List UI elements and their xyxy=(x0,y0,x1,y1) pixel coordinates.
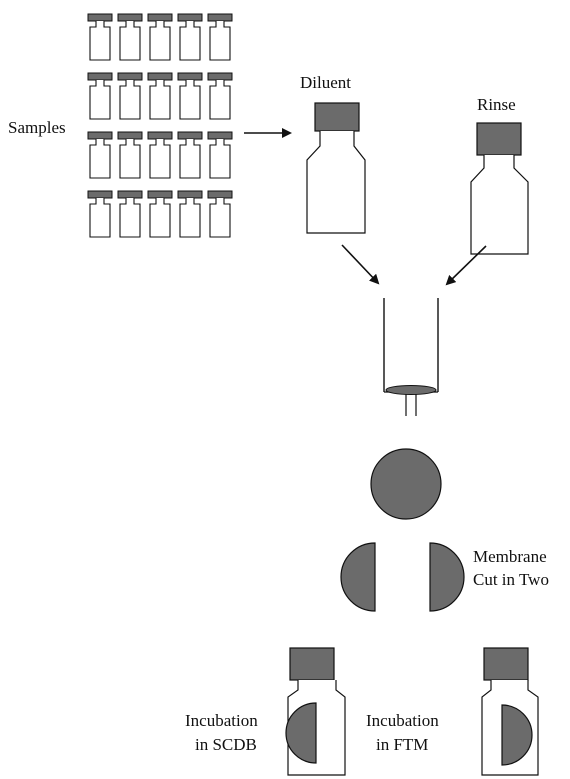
membrane-label-line2: Cut in Two xyxy=(473,570,549,589)
rinse-label: Rinse xyxy=(477,95,516,114)
whole-membrane xyxy=(370,448,442,520)
sample-vial xyxy=(117,190,143,238)
sample-vial-cap xyxy=(147,13,173,22)
sample-vial-cap xyxy=(177,72,203,81)
sample-vial-cap xyxy=(207,190,233,199)
sample-vial-cap xyxy=(207,13,233,22)
sample-vial-cap xyxy=(177,190,203,199)
diluent-bottle xyxy=(306,102,366,234)
sample-vial-body xyxy=(149,198,171,238)
sample-vial-body xyxy=(119,21,141,61)
diluent-label: Diluent xyxy=(300,73,351,92)
sample-vial xyxy=(207,190,233,238)
scdb-incubation-bottle xyxy=(285,647,346,776)
sample-vial xyxy=(147,13,173,61)
sample-vial-body xyxy=(119,198,141,238)
sample-vial-body xyxy=(119,80,141,120)
sample-vial-grid xyxy=(87,13,233,238)
sample-vial-cap xyxy=(87,13,113,22)
sample-vial-body xyxy=(209,198,231,238)
sample-vial-cap xyxy=(147,190,173,199)
ftm-cap xyxy=(483,647,529,681)
sample-vial-body xyxy=(89,139,111,179)
scdb-label-line2: in SCDB xyxy=(195,735,257,754)
sample-vial xyxy=(207,13,233,61)
sample-vial xyxy=(207,72,233,120)
sample-vial-cap xyxy=(147,131,173,140)
sample-vial-body xyxy=(149,21,171,61)
membrane-half-right xyxy=(429,542,465,612)
sample-vial xyxy=(147,72,173,120)
filter-membrane xyxy=(385,385,437,395)
diluent-cap xyxy=(314,102,360,132)
sample-vial-body xyxy=(179,139,201,179)
ftm-label-line2: in FTM xyxy=(376,735,428,754)
rinse-cap xyxy=(476,122,522,156)
sample-vial-body xyxy=(89,21,111,61)
sample-vial-cap xyxy=(207,72,233,81)
sample-vial xyxy=(177,72,203,120)
sample-vial-body xyxy=(89,198,111,238)
sample-vial-cap xyxy=(87,72,113,81)
sample-vial-cap xyxy=(117,131,143,140)
sample-vial-cap xyxy=(177,13,203,22)
diluent-to-filter-arrow xyxy=(341,244,380,285)
ftm-incubation-bottle xyxy=(481,647,539,776)
scdb-cap xyxy=(289,647,335,681)
sample-vial xyxy=(87,190,113,238)
membrane-half-left xyxy=(340,542,376,612)
sample-vial xyxy=(147,190,173,238)
rinse-body xyxy=(470,155,529,255)
filter-funnel xyxy=(383,298,439,416)
sample-vial xyxy=(87,131,113,179)
sample-vial-cap xyxy=(207,131,233,140)
rinse-to-filter-arrow xyxy=(445,245,487,286)
sample-vial-cap xyxy=(117,13,143,22)
sample-vial-body xyxy=(119,139,141,179)
scdb-membrane-half xyxy=(285,702,317,764)
sample-vial-cap xyxy=(117,190,143,199)
sample-vial-body xyxy=(179,21,201,61)
sample-vial-body xyxy=(209,80,231,120)
sample-vial-cap xyxy=(117,72,143,81)
ftm-membrane-half xyxy=(501,704,533,766)
sample-vial xyxy=(177,190,203,238)
sample-vial xyxy=(87,72,113,120)
membrane-label-line1: Membrane xyxy=(473,547,547,566)
sample-vial xyxy=(207,131,233,179)
sample-vial-body xyxy=(179,198,201,238)
rinse-bottle xyxy=(470,122,529,255)
sample-vial-cap xyxy=(87,190,113,199)
sample-vial-body xyxy=(149,139,171,179)
sample-vial-body xyxy=(179,80,201,120)
samples-label: Samples xyxy=(8,118,66,137)
sample-vial xyxy=(117,131,143,179)
sample-vial xyxy=(117,13,143,61)
sample-vial-cap xyxy=(177,131,203,140)
sample-vial-cap xyxy=(147,72,173,81)
sample-vial-body xyxy=(149,80,171,120)
diluent-body xyxy=(306,131,366,234)
sample-vial-body xyxy=(209,21,231,61)
sample-vial-cap xyxy=(87,131,113,140)
scdb-label-line1: Incubation xyxy=(185,711,258,730)
sample-vial xyxy=(147,131,173,179)
ftm-label-line1: Incubation xyxy=(366,711,439,730)
sample-vial xyxy=(117,72,143,120)
sample-vial-body xyxy=(89,80,111,120)
sample-vial xyxy=(177,131,203,179)
sample-vial-body xyxy=(209,139,231,179)
sample-vial xyxy=(177,13,203,61)
sample-vial xyxy=(87,13,113,61)
